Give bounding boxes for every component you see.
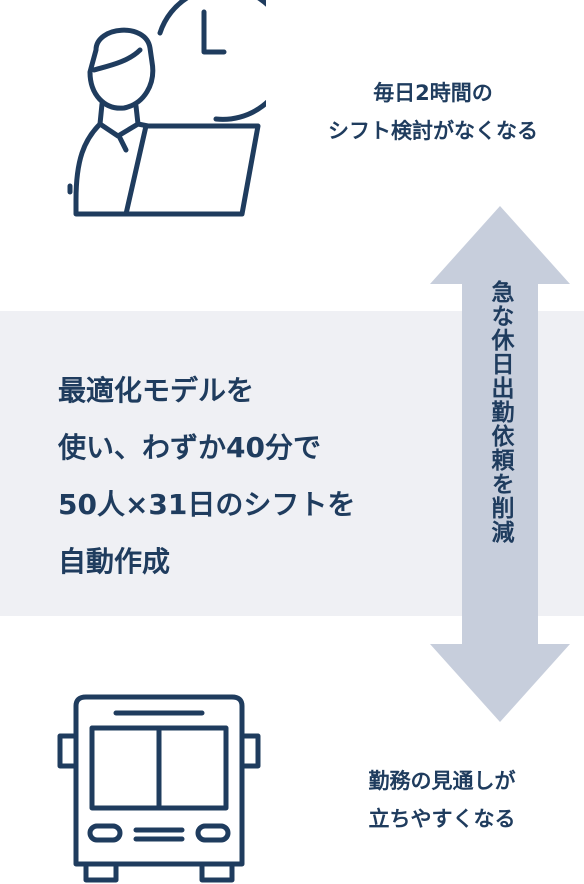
arrow-label: 急な休日出勤依頼を削減 xyxy=(487,280,513,544)
bottom-caption-line-2: 立ちやすくなる xyxy=(368,807,516,831)
person-at-laptop-with-clock-icon xyxy=(67,0,266,217)
main-text-line-2: 使い、わずか40分で xyxy=(58,431,321,464)
top-caption: 毎日2時間の シフト検討がなくなる xyxy=(282,74,584,150)
main-text-line-4: 自動作成 xyxy=(58,545,171,578)
bottom-caption: 勤務の見通しが 立ちやすくなる xyxy=(300,762,584,838)
bus-icon xyxy=(57,694,261,883)
top-caption-line-1: 毎日2時間の xyxy=(373,81,493,105)
main-text-line-1: 最適化モデルを xyxy=(58,374,255,407)
double-arrow-icon xyxy=(430,206,570,722)
bottom-caption-line-1: 勤務の見通しが xyxy=(368,769,516,793)
main-text-block: 最適化モデルを 使い、わずか40分で 50人×31日のシフトを 自動作成 xyxy=(58,362,458,590)
main-text-line-3: 50人×31日のシフトを xyxy=(58,488,356,521)
top-caption-line-2: シフト検討がなくなる xyxy=(328,119,538,143)
